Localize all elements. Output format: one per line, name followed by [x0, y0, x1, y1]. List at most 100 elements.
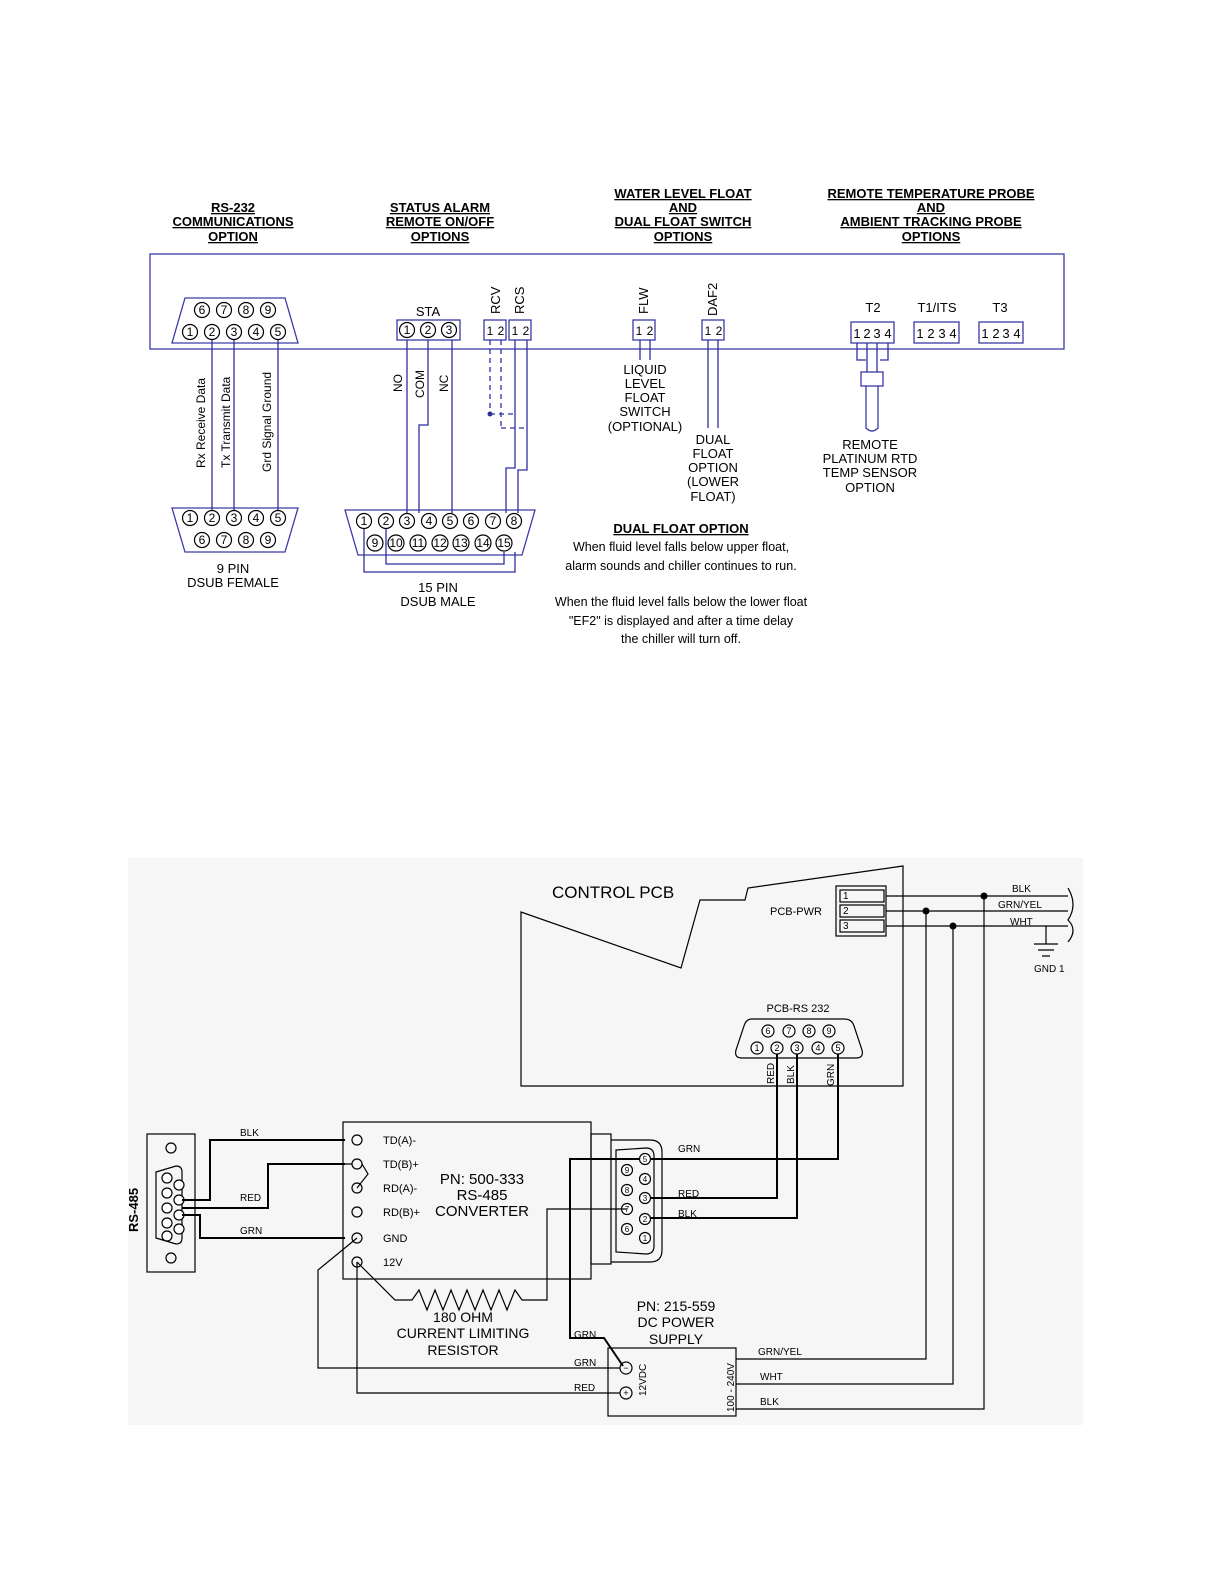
svg-text:FLOAT): FLOAT) — [690, 489, 735, 504]
svg-text:OPTION: OPTION — [845, 480, 895, 495]
header-remote-line2: AND — [917, 200, 945, 215]
wire-daf2 — [707, 340, 719, 428]
header-remote-line3: AMBIENT TRACKING PROBE — [840, 214, 1022, 229]
terminal-gnd: GND — [383, 1233, 408, 1245]
mains-gnd: GND 1 — [1034, 964, 1065, 975]
svg-text:2: 2 — [425, 323, 432, 337]
rs232-red: RED — [766, 1063, 777, 1084]
svg-text:OPTION: OPTION — [688, 460, 738, 475]
svg-text:1: 1 — [705, 324, 712, 338]
wire-red-pcb — [645, 1054, 778, 1199]
svg-text:4: 4 — [884, 326, 891, 341]
svg-text:1: 1 — [636, 324, 643, 338]
terminal-rdb: RD(B)+ — [383, 1207, 420, 1219]
header-rs232-line3: OPTION — [208, 229, 258, 244]
svg-text:9: 9 — [826, 1026, 831, 1036]
svg-text:1: 1 — [843, 891, 849, 902]
label-rcs: RCS — [512, 286, 527, 314]
svg-text:SWITCH: SWITCH — [619, 404, 670, 419]
supply-name2: SUPPLY — [649, 1331, 704, 1347]
mains-break — [1067, 887, 1074, 943]
controller-panel — [149, 253, 1065, 350]
svg-text:"EF2" is displayed and after a: "EF2" is displayed and after a time dela… — [569, 614, 794, 628]
wire-grn-pcb — [569, 1054, 839, 1367]
svg-text:1: 1 — [487, 324, 494, 338]
header-status-line1: STATUS ALARM — [390, 200, 490, 215]
bottom-background — [128, 858, 1083, 1425]
svg-text:the chiller will turn off.: the chiller will turn off. — [621, 632, 741, 646]
label-rcv: RCV — [488, 286, 503, 314]
dsub9-label-1: 9 PIN — [217, 561, 250, 576]
control-pcb-outline — [520, 865, 904, 1087]
rs485-converter: TD(A)- TD(B)+ RD(A)- RD(B)+ GND 12V PN: … — [342, 1121, 663, 1280]
svg-text:RESISTOR: RESISTOR — [427, 1342, 498, 1358]
dsub15-label-1: 15 PIN — [418, 580, 458, 595]
supply-vdc: 12VDC — [638, 1364, 649, 1396]
svg-text:2: 2 — [863, 326, 870, 341]
header-rs232-line2: COMMUNICATIONS — [172, 214, 293, 229]
svg-text:1: 1 — [754, 1043, 759, 1053]
rtd-probe — [856, 343, 889, 432]
svg-text:3: 3 — [404, 514, 411, 528]
note-liquid: LIQUID LEVEL FLOAT SWITCH (OPTIONAL) — [608, 362, 682, 434]
wire-blk-pcb — [645, 1054, 798, 1219]
svg-text:1: 1 — [361, 514, 368, 528]
svg-text:9: 9 — [625, 1166, 630, 1175]
junction-rcv — [487, 411, 493, 417]
rs485-blk: BLK — [240, 1128, 259, 1139]
label-no: NO — [391, 374, 405, 392]
pcb-pwr-label: PCB-PWR — [770, 906, 822, 918]
dsub9-label-2: DSUB FEMALE — [187, 575, 279, 590]
svg-text:1: 1 — [981, 326, 988, 341]
resistor-label: 180 OHM CURRENT LIMITING RESISTOR — [397, 1309, 530, 1358]
svg-text:1: 1 — [187, 511, 194, 525]
svg-text:alarm sounds and chiller conti: alarm sounds and chiller continues to ru… — [565, 559, 796, 573]
svg-text:When the fluid level falls bel: When the fluid level falls below the low… — [555, 595, 808, 609]
terminal-tda: TD(A)- — [383, 1135, 416, 1147]
header-status-line2: REMOTE ON/OFF — [386, 214, 494, 229]
header-water: WATER LEVEL FLOAT AND DUAL FLOAT SWITCH … — [614, 186, 751, 244]
label-t1its: T1/ITS — [917, 300, 956, 315]
svg-text:3: 3 — [446, 323, 453, 337]
svg-text:180 OHM: 180 OHM — [433, 1309, 493, 1325]
svg-text:8: 8 — [511, 514, 518, 528]
svg-text:(OPTIONAL): (OPTIONAL) — [608, 419, 682, 434]
svg-text:5: 5 — [275, 325, 282, 339]
wire-supply-red — [356, 1262, 620, 1394]
svg-text:3: 3 — [231, 511, 238, 525]
mains-wht: WHT — [1010, 917, 1033, 928]
svg-text:2: 2 — [523, 324, 530, 338]
wire-rcs — [505, 340, 528, 513]
svg-text:4: 4 — [426, 514, 433, 528]
header-remote: REMOTE TEMPERATURE PROBE AND AMBIENT TRA… — [827, 186, 1034, 244]
svg-text:11: 11 — [412, 536, 425, 550]
label-daf2: DAF2 — [705, 283, 720, 316]
svg-text:2: 2 — [643, 1215, 648, 1224]
top-diagram: RS-232 COMMUNICATIONS OPTION STATUS ALAR… — [149, 186, 1065, 646]
header-water-line3: DUAL FLOAT SWITCH — [615, 214, 752, 229]
header-water-line4: OPTIONS — [654, 229, 713, 244]
converter-name2: CONVERTER — [435, 1203, 529, 1220]
svg-text:LIQUID: LIQUID — [623, 362, 666, 377]
header-rs232-line1: RS-232 — [211, 200, 255, 215]
db9-grn: GRN — [678, 1144, 700, 1155]
db9-red: RED — [678, 1189, 699, 1200]
svg-text:13: 13 — [454, 536, 468, 550]
svg-text:8: 8 — [243, 303, 250, 317]
supply-in-red: RED — [574, 1383, 595, 1394]
note-rtd: REMOTE PLATINUM RTD TEMP SENSOR OPTION — [823, 437, 918, 495]
supply-vac: 100 - 240V — [726, 1363, 737, 1412]
label-tx: Tx Transmit Data — [219, 376, 233, 468]
svg-text:3: 3 — [938, 326, 945, 341]
header-water-line2: AND — [669, 200, 697, 215]
svg-text:6: 6 — [199, 303, 206, 317]
svg-text:3: 3 — [231, 325, 238, 339]
supply-out-blk: BLK — [760, 1397, 779, 1408]
supply-out-wht: WHT — [760, 1372, 783, 1383]
svg-text:3: 3 — [1002, 326, 1009, 341]
